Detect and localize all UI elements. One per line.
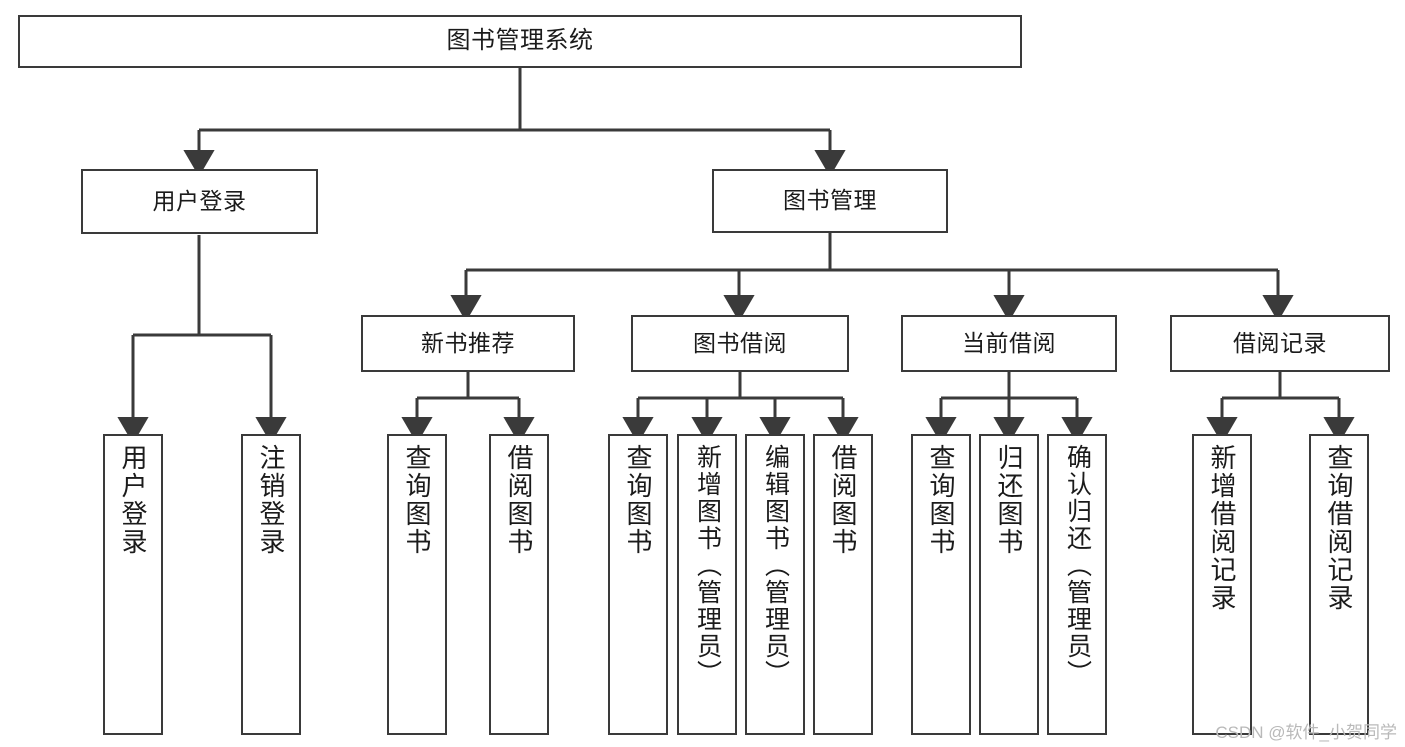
node-borrow-record[interactable]: 借阅记录 (1170, 315, 1390, 372)
node-label: 查询图书 (623, 444, 654, 556)
node-label: 图书管理系统 (446, 27, 594, 55)
node-leaf-user-login[interactable]: 用户登录 (103, 434, 163, 735)
node-new-book-recommend[interactable]: 新书推荐 (361, 315, 575, 372)
node-label: 确认归还（管理员） (1063, 444, 1092, 687)
node-label: 新增借阅记录 (1207, 444, 1238, 612)
node-book-borrow[interactable]: 图书借阅 (631, 315, 849, 372)
node-label: 借阅图书 (504, 444, 535, 556)
node-book-manage[interactable]: 图书管理 (712, 169, 948, 233)
node-label: 新书推荐 (421, 329, 515, 356)
node-label: 查询图书 (926, 444, 957, 556)
node-leaf-query-book-3[interactable]: 查询图书 (911, 434, 971, 735)
node-label: 查询借阅记录 (1324, 444, 1355, 612)
node-leaf-return-book[interactable]: 归还图书 (979, 434, 1039, 735)
node-leaf-query-book-1[interactable]: 查询图书 (387, 434, 447, 735)
node-label: 借阅图书 (828, 444, 859, 556)
node-label: 图书管理 (783, 187, 877, 214)
node-label: 借阅记录 (1233, 329, 1327, 356)
node-leaf-borrow-book-2[interactable]: 借阅图书 (813, 434, 873, 735)
node-leaf-logout-login[interactable]: 注销登录 (241, 434, 301, 735)
node-leaf-query-borrow-record[interactable]: 查询借阅记录 (1309, 434, 1369, 735)
csdn-watermark: CSDN @软件_小贺同学 (1215, 723, 1397, 742)
node-leaf-borrow-book-1[interactable]: 借阅图书 (489, 434, 549, 735)
node-label: 查询图书 (402, 444, 433, 556)
node-current-borrow[interactable]: 当前借阅 (901, 315, 1117, 372)
node-label: 新增图书（管理员） (693, 444, 722, 687)
node-label: 编辑图书（管理员） (761, 444, 790, 687)
node-leaf-add-borrow-record[interactable]: 新增借阅记录 (1192, 434, 1252, 735)
node-label: 用户登录 (118, 444, 149, 556)
node-leaf-edit-book-admin[interactable]: 编辑图书（管理员） (745, 434, 805, 735)
node-leaf-confirm-return-admin[interactable]: 确认归还（管理员） (1047, 434, 1107, 735)
node-label: 用户登录 (152, 187, 247, 214)
node-label: 当前借阅 (962, 329, 1056, 356)
node-user-login[interactable]: 用户登录 (81, 169, 318, 234)
node-root-system[interactable]: 图书管理系统 (18, 15, 1022, 68)
node-label: 注销登录 (256, 444, 287, 556)
node-leaf-query-book-2[interactable]: 查询图书 (608, 434, 668, 735)
node-label: 图书借阅 (693, 329, 787, 356)
node-leaf-add-book-admin[interactable]: 新增图书（管理员） (677, 434, 737, 735)
node-label: 归还图书 (994, 444, 1025, 556)
